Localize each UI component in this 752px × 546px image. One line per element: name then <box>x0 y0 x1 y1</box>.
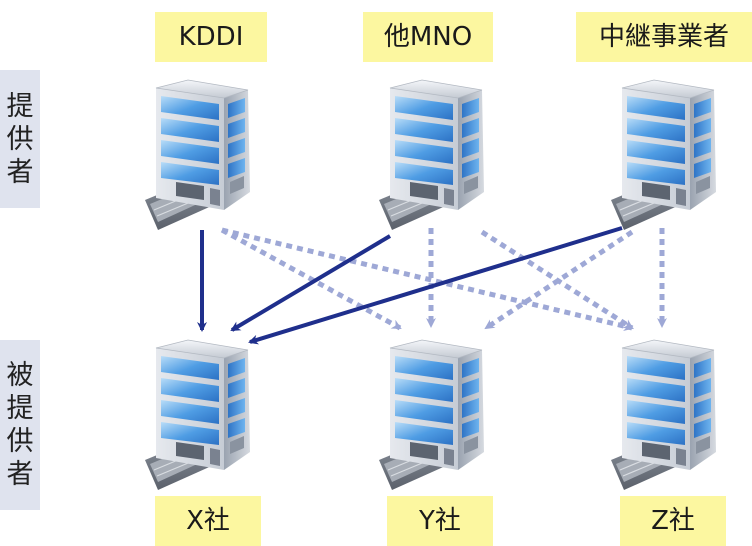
provider-heading: 提 供 者 <box>0 70 40 208</box>
recipient-heading-char: 者 <box>6 459 34 490</box>
building-icon <box>378 339 485 491</box>
building-icon <box>144 339 251 491</box>
recipient-heading-char: 供 <box>6 426 34 457</box>
dotted-arrow-relay-to-y <box>484 229 634 331</box>
provider-label-other-mno: 他MNO <box>363 12 493 62</box>
provider-heading-char: 提 <box>6 90 34 122</box>
recipient-heading-char: 被 <box>6 360 34 391</box>
recipient-heading-char: 提 <box>6 393 34 424</box>
building-icon <box>378 79 485 231</box>
dotted-arrow-kddi-to-z <box>221 227 634 332</box>
building-icon <box>610 339 717 491</box>
recipient-label-x: X社 <box>155 496 261 546</box>
provider-label-kddi: KDDI <box>155 12 267 62</box>
recipient-label-y: Y社 <box>387 496 493 546</box>
dotted-arrow-kddi-to-y <box>220 227 402 331</box>
building-icon <box>610 79 717 231</box>
recipient-label-z: Z社 <box>620 496 726 546</box>
solid-arrow-mno-to-x <box>230 234 392 332</box>
solid-arrow-relay-to-x <box>248 226 623 345</box>
provider-heading-char: 者 <box>6 156 34 188</box>
provider-heading-char: 供 <box>6 123 34 155</box>
recipient-heading: 被 提 供 者 <box>0 340 40 510</box>
provider-label-relay-operator: 中継事業者 <box>576 12 752 62</box>
building-icon <box>144 79 251 231</box>
